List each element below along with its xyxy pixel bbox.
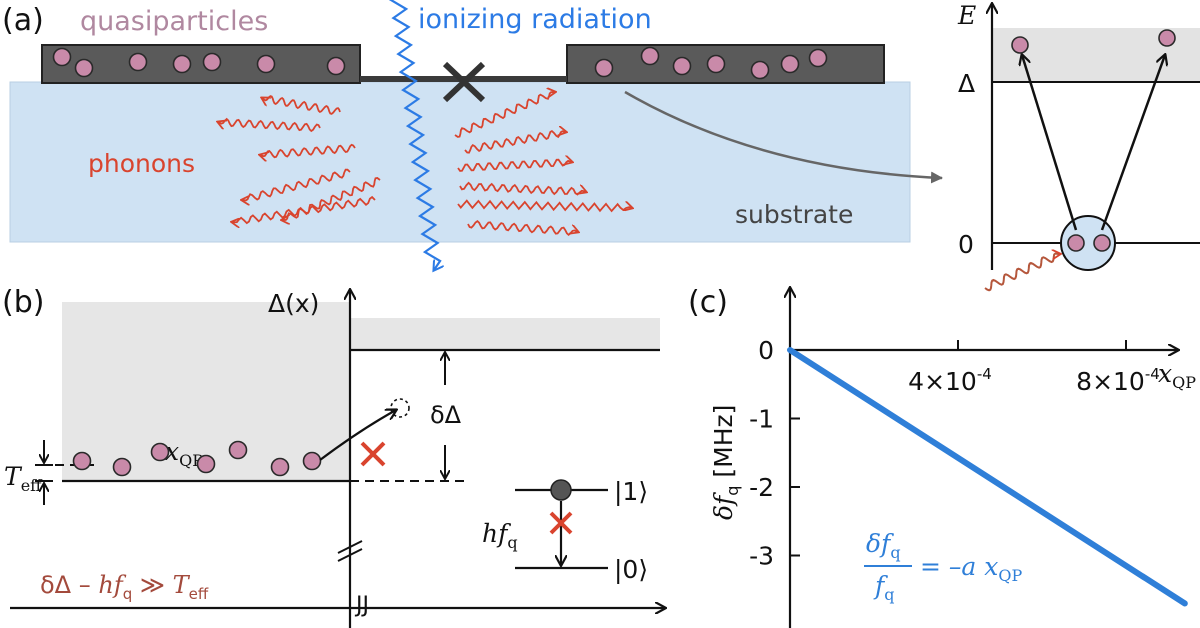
quasiparticle [202, 52, 222, 72]
axis-break-mark [337, 540, 363, 562]
quasiparticle [112, 457, 132, 477]
y-tick-label: -3 [749, 542, 774, 571]
phonon-arrow [464, 131, 566, 154]
quasiparticle [750, 60, 770, 80]
radiation-label: ionizing radiation [418, 4, 652, 35]
x-tick-label: 4×10-4 [908, 365, 992, 396]
excitation-arrow-right [1100, 55, 1165, 231]
frequency-shift-line [787, 347, 1188, 607]
zero-label: 0 [958, 230, 974, 259]
phonon-arrow [218, 117, 321, 133]
panel-a-label: (a) [2, 3, 44, 38]
teff-bracket [35, 440, 53, 505]
phonon-group [218, 92, 632, 236]
panel-c: (c) 0 -1 -2 -3 4×10-4 8×10-4 xQP δfq [MHz] δf… [688, 285, 1196, 628]
phonon-arrow [467, 220, 578, 236]
quasiparticle [52, 47, 72, 67]
excitation-arrow-left [1022, 55, 1078, 231]
teff-label: Teff [4, 462, 43, 495]
panel-a: (a) quasiparticles ionizing radiation su… [2, 0, 943, 270]
phonon-arrow [262, 95, 341, 115]
panel-b-label: (b) [2, 285, 44, 320]
x-tick-label: 8×10-4 [1076, 365, 1160, 396]
gap-shade-left [62, 302, 350, 480]
qubit-excitation [550, 479, 572, 501]
quasiparticle [128, 52, 148, 72]
chart-y-label: δfq [MHz] [709, 405, 742, 520]
quasiparticle [228, 440, 248, 460]
y-tick-label: -2 [749, 473, 774, 502]
level-zero-label: |0⟩ [614, 555, 648, 584]
phonon-arrow [457, 160, 572, 172]
delta-delta-label: δΔ [430, 401, 462, 429]
quasiparticle [326, 56, 346, 76]
substrate-label: substrate [735, 200, 853, 229]
equation-denominator: fq [873, 571, 895, 604]
gap-axis-label: Δ(x) [268, 289, 319, 318]
blocked-tunneling-cross-icon [360, 441, 386, 467]
quasiparticle [270, 457, 290, 477]
gap-label: Δ [958, 69, 975, 98]
phonon-arrow [260, 143, 356, 158]
zoom-arrow [624, 90, 943, 184]
excited-quasiparticle [1158, 29, 1176, 47]
phonon-arrow [232, 195, 376, 223]
quasiparticle [672, 56, 692, 76]
hfq-label: hfq [482, 519, 518, 552]
quasiparticle [640, 46, 660, 66]
energy-diagram: E Δ 0 [957, 1, 1200, 292]
quasiparticle [594, 58, 614, 78]
excited-quasiparticle [1011, 36, 1029, 54]
chart-x-label: xQP [1158, 359, 1196, 392]
equation-rhs: = –a xQP [920, 552, 1022, 585]
tunneling-arrow [319, 410, 396, 461]
phonon-arrow [282, 177, 381, 220]
quasiparticles-label: quasiparticles [80, 6, 268, 37]
phonon-arrow [459, 181, 586, 196]
energy-axis-label: E [957, 1, 976, 30]
y-tick-label: -1 [749, 405, 774, 434]
ionizing-radiation-ray [388, 0, 440, 270]
phonon-arrow [242, 168, 351, 201]
gap-condition-label: δΔ – hfq ≫ Teff [40, 571, 209, 603]
quasiparticle [1067, 234, 1085, 252]
empty-state-circle [390, 398, 410, 418]
blocked-decay-cross-icon [549, 511, 573, 535]
equation-numerator: δfq [866, 529, 901, 562]
quasiparticle [72, 451, 92, 471]
level-one-label: |1⟩ [614, 477, 648, 506]
jj-label: JJ [354, 593, 369, 618]
quasiparticle [780, 54, 800, 74]
superconducting-film-left [41, 44, 361, 84]
quasiparticle [74, 58, 94, 78]
gap-shade-right [350, 318, 660, 350]
quasiparticle-group-gap [72, 440, 322, 477]
panel-b: (b) Δ(x) JJ Teff xQP [2, 285, 665, 628]
incoming-phonon [984, 254, 1060, 292]
quasiparticle [256, 54, 276, 74]
quasiparticle-group-film [52, 46, 828, 80]
proportionality-equation: δfq fq = –a xQP [864, 529, 1022, 604]
phonons-label: phonons [88, 149, 195, 178]
quasiparticle [808, 48, 828, 68]
phonon-arrow [457, 199, 632, 213]
substrate [9, 81, 911, 243]
superconducting-film-right [566, 44, 885, 84]
junction-cross-icon [442, 61, 486, 103]
quasiparticle [302, 451, 322, 471]
quasiparticle [172, 54, 192, 74]
phonon-arrow [454, 92, 555, 138]
quasiparticle [706, 54, 726, 74]
quasiparticle [150, 442, 170, 462]
quasiparticle [1093, 234, 1111, 252]
panel-c-label: (c) [688, 285, 728, 320]
y-tick-label: 0 [758, 336, 774, 365]
quasiparticle [196, 454, 216, 474]
